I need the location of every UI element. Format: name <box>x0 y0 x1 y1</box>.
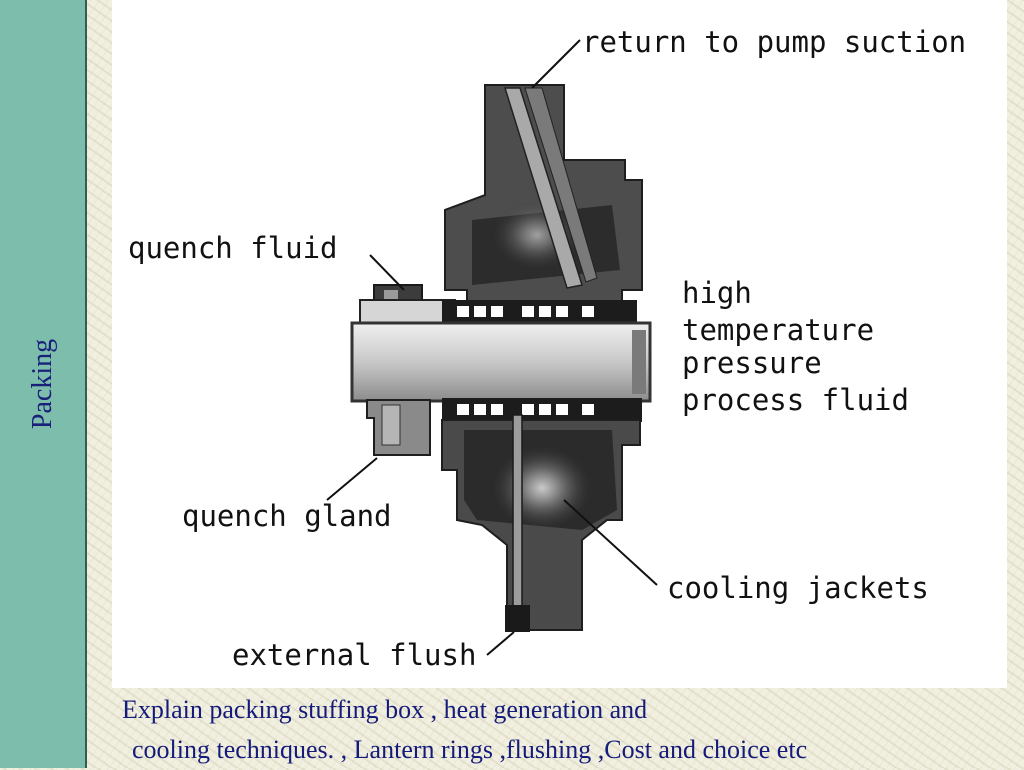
slide-caption: Explain packing stuffing box , heat gene… <box>122 690 1022 770</box>
flush-channel <box>512 414 523 611</box>
side-band: Packing <box>0 0 87 768</box>
suction-channel <box>503 87 583 289</box>
suction-channel-2 <box>524 87 598 283</box>
label-quench-gland: quench gland <box>182 499 392 533</box>
leader-external-flush <box>486 631 515 656</box>
flush-outlet <box>505 605 530 632</box>
caption-line-2: cooling techniques. , Lantern rings ,flu… <box>132 735 808 764</box>
leader-cooling-jackets <box>563 499 658 586</box>
label-quench-fluid: quench fluid <box>128 231 338 265</box>
label-temperature: temperature <box>682 313 874 347</box>
label-external-flush: external flush <box>232 638 476 672</box>
label-cooling-jackets: cooling jackets <box>667 571 929 605</box>
label-return-to-pump-suction: return to pump suction <box>582 25 966 59</box>
stuffing-box-drawing: return to pump suction quench fluid high… <box>128 25 966 672</box>
stuffing-box-diagram: return to pump suction quench fluid high… <box>112 0 1007 688</box>
leader-quench-fluid <box>369 254 405 291</box>
shaft <box>350 321 652 403</box>
lower-glow <box>492 446 592 530</box>
label-high: high <box>682 276 752 310</box>
leader-quench-gland <box>326 457 378 501</box>
slide-title: Packing <box>27 338 58 430</box>
caption-line-1: Explain packing stuffing box , heat gene… <box>122 695 648 724</box>
label-process-fluid: process fluid <box>682 383 909 417</box>
leader-return <box>531 39 581 89</box>
label-pressure: pressure <box>682 346 822 380</box>
